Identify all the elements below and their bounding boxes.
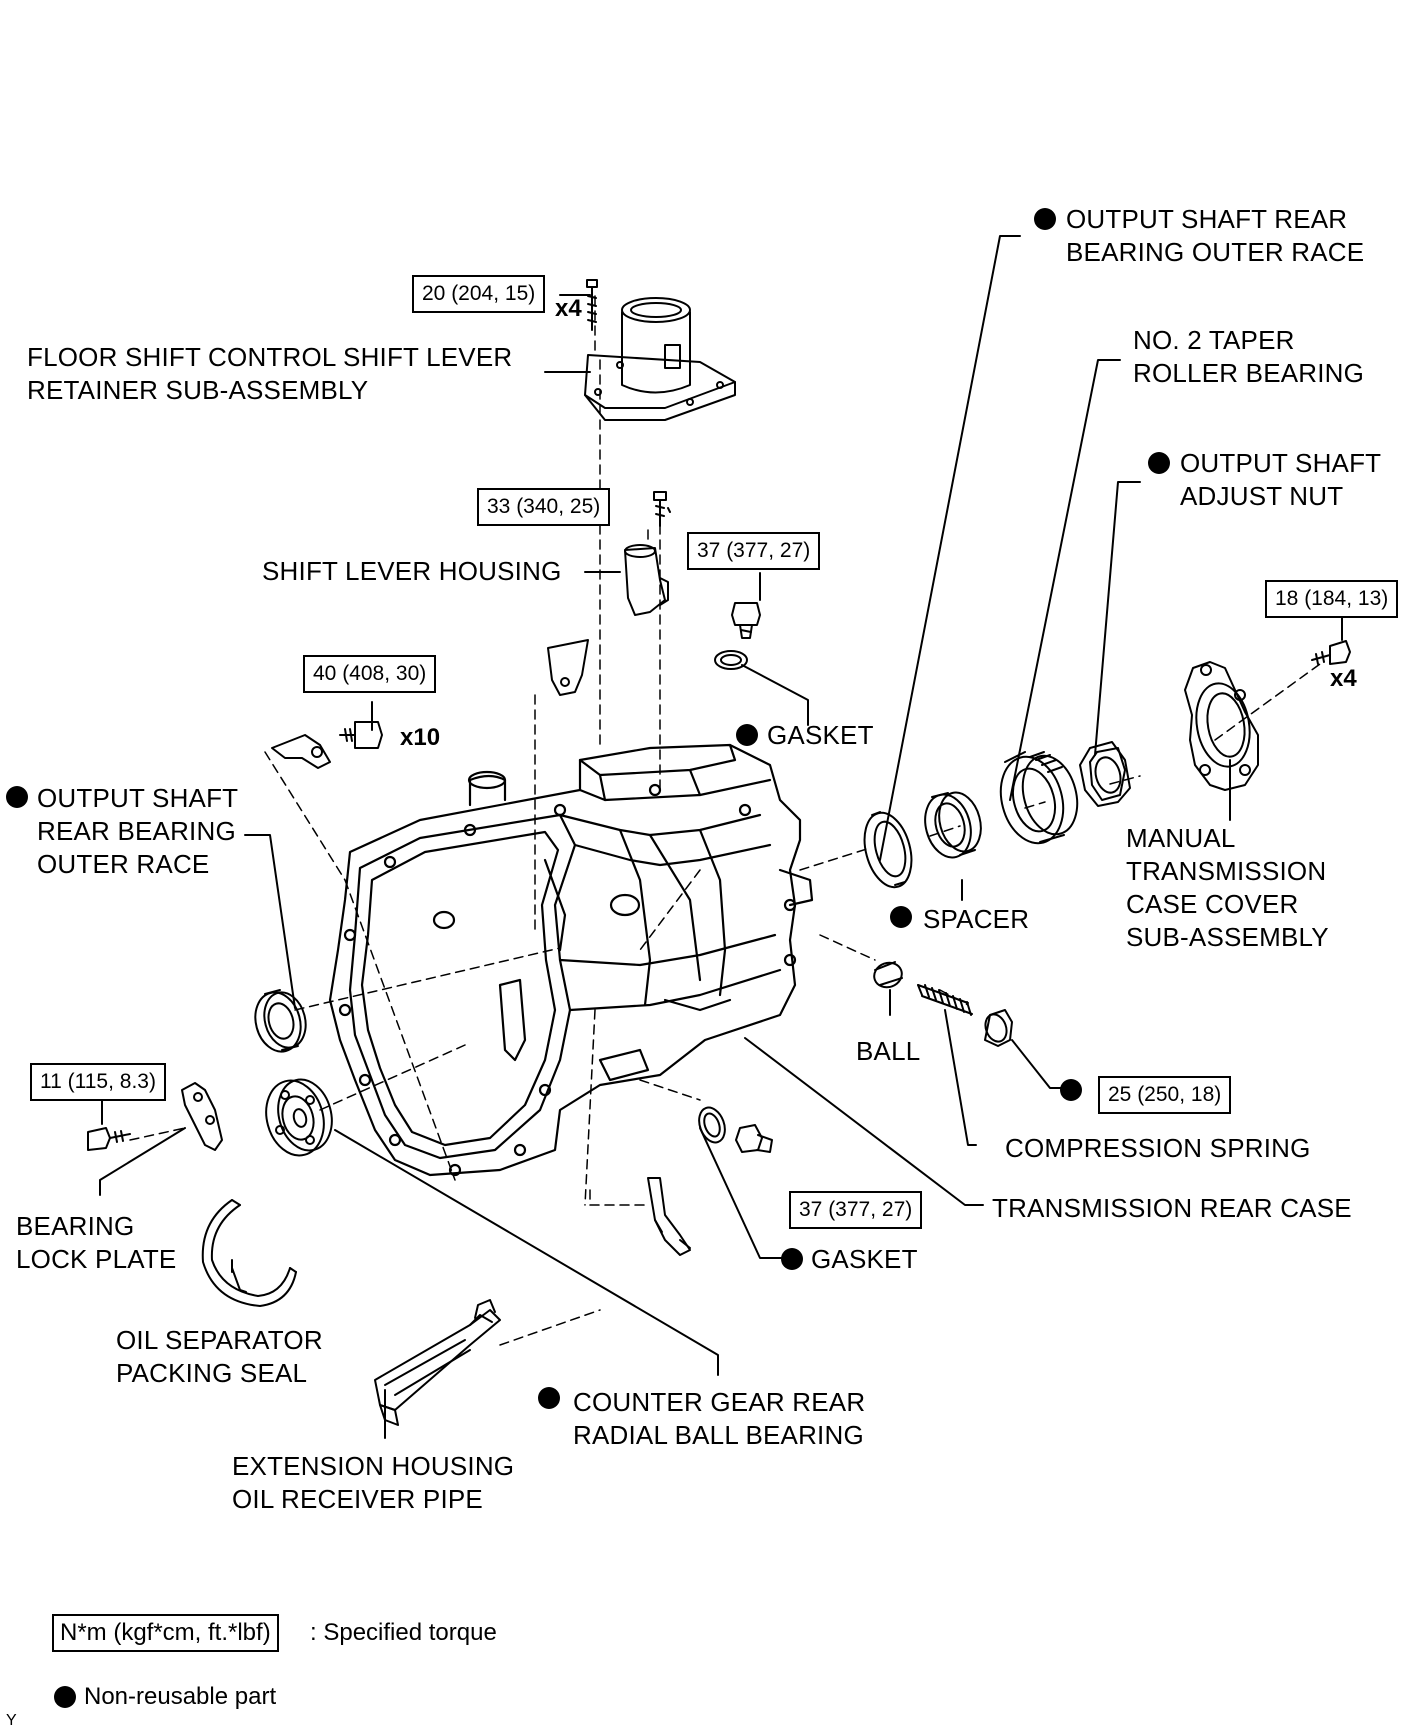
spacer-drawing	[924, 791, 982, 859]
torque-plug-top: 37 (377, 27)	[687, 532, 821, 570]
label-line: MANUAL	[1126, 823, 1236, 853]
label-transmission-rear-case: TRANSMISSION REAR CASE	[992, 1193, 1352, 1223]
label-line: EXTENSION HOUSING	[232, 1451, 515, 1481]
transmission-case-drawing	[328, 743, 814, 1177]
case-cover-drawing	[1184, 661, 1259, 791]
label-line: OUTPUT SHAFT REAR	[1066, 204, 1348, 234]
label-output-race-left: OUTPUT SHAFT REAR BEARING OUTER RACE	[37, 782, 238, 881]
legend-torque-unit: N*m (kgf*cm, ft.*lbf)	[52, 1614, 279, 1652]
label-gasket-top: GASKET	[767, 720, 874, 750]
spring-drawing	[917, 984, 973, 1016]
legend-nonreusable-bullet	[54, 1686, 76, 1708]
ball-drawing	[873, 961, 903, 989]
label-bearing-lock-plate: BEARING LOCK PLATE	[16, 1210, 176, 1276]
upper-bracket-drawing	[547, 639, 589, 696]
label-line: SUB-ASSEMBLY	[1126, 922, 1329, 952]
left-bolt-drawing	[339, 721, 383, 749]
leader-lines	[99, 235, 1343, 1439]
label-line: CASE COVER	[1126, 889, 1299, 919]
label-line: REAR BEARING	[37, 816, 236, 846]
label-line: LOCK PLATE	[16, 1244, 177, 1274]
assembly-axis-lines	[129, 295, 1321, 1346]
label-gasket-bottom: GASKET	[811, 1244, 918, 1274]
label-line: OUTER RACE	[37, 849, 210, 879]
label-line: OUTPUT SHAFT	[1180, 448, 1382, 478]
label-counter-gear-bearing: COUNTER GEAR REAR RADIAL BALL BEARING	[573, 1386, 865, 1452]
torque-plug-right: 25 (250, 18)	[1098, 1076, 1232, 1114]
torque-shift-lever-housing: 33 (340, 25)	[477, 488, 611, 526]
label-oil-separator-seal: OIL SEPARATOR PACKING SEAL	[116, 1324, 323, 1390]
label-line: OIL RECEIVER PIPE	[232, 1484, 483, 1514]
legend-nonreusable-text: Non-reusable part	[84, 1683, 277, 1710]
label-line: PACKING SEAL	[116, 1358, 308, 1388]
torque-bolts-left: 40 (408, 30)	[303, 655, 437, 693]
label-line: FLOOR SHIFT CONTROL SHIFT LEVER	[27, 342, 513, 372]
bottom-plug-drawing	[735, 1124, 773, 1153]
left-bracket-drawing	[271, 734, 331, 769]
bearing-lock-plate-drawing	[181, 1082, 223, 1151]
label-spacer: SPACER	[923, 904, 1030, 934]
qty-case-cover: x4	[1330, 665, 1357, 692]
label-compression-spring: COMPRESSION SPRING	[1005, 1133, 1311, 1163]
label-line: OUTPUT SHAFT	[37, 783, 239, 813]
qty-bolts-left: x10	[400, 724, 441, 751]
label-line: COUNTER GEAR REAR	[573, 1387, 866, 1417]
label-floor-shift-retainer: FLOOR SHIFT CONTROL SHIFT LEVER RETAINER…	[27, 341, 512, 407]
label-line: BEARING	[16, 1211, 135, 1241]
torque-floor-shift: 20 (204, 15)	[412, 275, 546, 313]
label-taper-roller-bearing: NO. 2 TAPER ROLLER BEARING	[1133, 324, 1364, 390]
label-line: NO. 2 TAPER	[1133, 325, 1295, 355]
output-race-right-drawing	[863, 811, 913, 889]
top-plug-drawing	[731, 602, 761, 639]
label-shift-lever-housing: SHIFT LEVER HOUSING	[262, 556, 562, 586]
label-line: OIL SEPARATOR	[116, 1325, 323, 1355]
bottom-gasket-drawing	[698, 1106, 726, 1144]
torque-bearing-lock: 11 (115, 8.3)	[30, 1063, 166, 1101]
shift-lever-bolt-drawing	[653, 491, 667, 527]
torque-case-cover: 18 (184, 13)	[1265, 580, 1399, 618]
figure-code: Y	[6, 1712, 17, 1729]
nonreusable-markers	[6, 208, 1170, 1409]
label-case-cover: MANUAL TRANSMISSION CASE COVER SUB-ASSEM…	[1126, 822, 1329, 954]
label-adjust-nut: OUTPUT SHAFT ADJUST NUT	[1180, 447, 1381, 513]
floor-shift-bolt-drawing	[586, 279, 598, 331]
legend-torque-text: : Specified torque	[310, 1619, 497, 1646]
oil-separator-seal-drawing	[201, 1199, 297, 1307]
bearing-lock-bolt-drawing	[87, 1127, 131, 1151]
case-cover-bolt-drawing	[1311, 640, 1351, 665]
torque-plug-bottom: 37 (377, 27)	[789, 1191, 923, 1229]
counter-gear-bearing-drawing	[265, 1078, 333, 1157]
label-ball: BALL	[856, 1036, 921, 1066]
label-line: ADJUST NUT	[1180, 481, 1344, 511]
label-line: ROLLER BEARING	[1133, 358, 1365, 388]
floor-shift-retainer-drawing	[584, 297, 736, 421]
output-race-left-drawing	[254, 989, 307, 1053]
label-oil-receiver-pipe: EXTENSION HOUSING OIL RECEIVER PIPE	[232, 1450, 514, 1516]
label-output-race-top: OUTPUT SHAFT REAR BEARING OUTER RACE	[1066, 203, 1364, 269]
qty-floor-shift: x4	[555, 295, 582, 322]
oil-receiver-pipe-drawing	[374, 1299, 501, 1426]
right-plug-drawing	[984, 1009, 1013, 1047]
label-line: TRANSMISSION	[1126, 856, 1327, 886]
shift-lever-housing-drawing	[624, 544, 669, 616]
top-gasket-drawing	[714, 650, 748, 670]
label-line: RETAINER SUB-ASSEMBLY	[27, 375, 369, 405]
lower-bracket-drawing	[647, 1177, 691, 1256]
label-line: BEARING OUTER RACE	[1066, 237, 1365, 267]
taper-roller-bearing-drawing	[999, 751, 1079, 845]
adjust-nut-drawing	[1079, 741, 1131, 807]
label-line: RADIAL BALL BEARING	[573, 1420, 864, 1450]
